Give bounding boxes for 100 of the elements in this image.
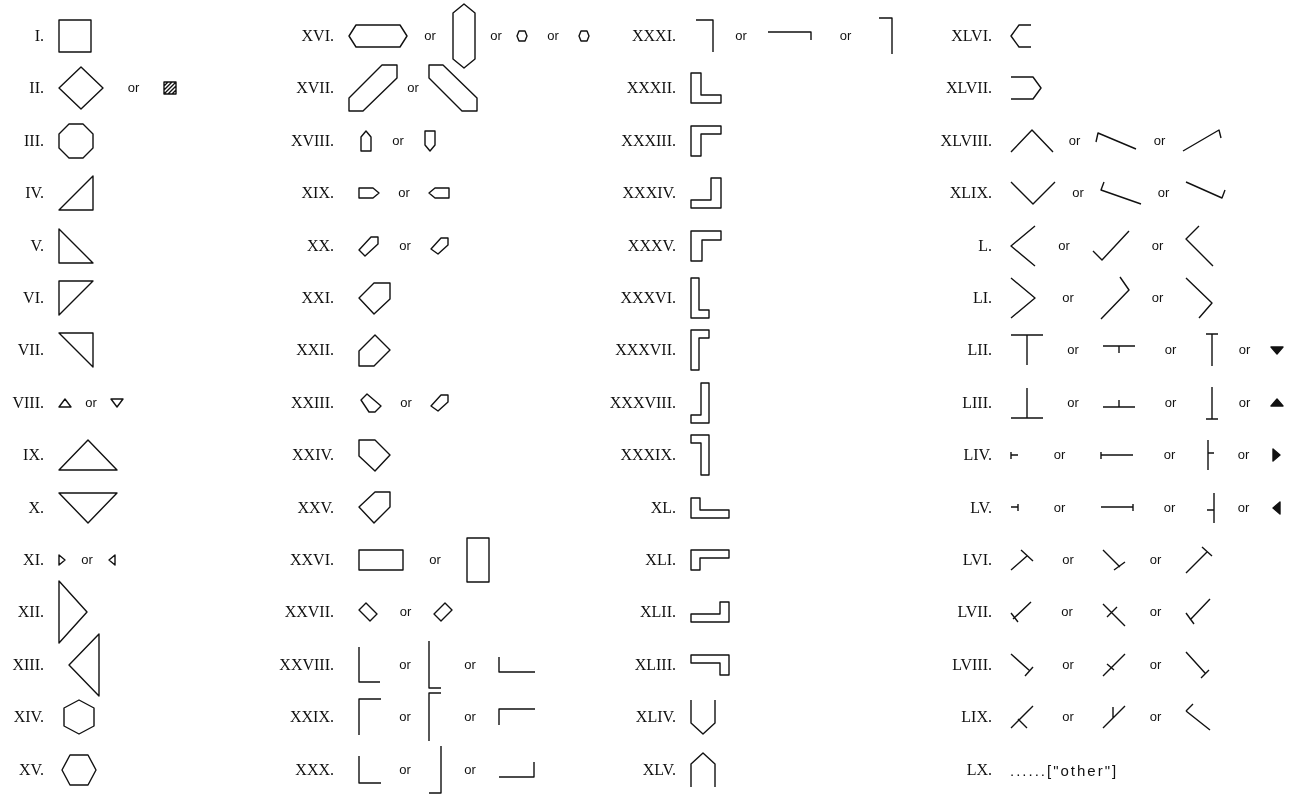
- roman-numeral: LVI.: [962, 551, 992, 569]
- or-label: or: [1149, 604, 1162, 620]
- or-label: or: [407, 80, 419, 96]
- roman-numeral: XXV.: [297, 498, 334, 517]
- or-label: or: [392, 132, 404, 148]
- roman-numeral: LIII.: [962, 393, 992, 412]
- or-label: or: [1237, 499, 1250, 515]
- or-label: or: [1163, 446, 1176, 462]
- other-note: ......["other"]: [1010, 761, 1119, 779]
- roman-numeral: VI.: [23, 289, 44, 307]
- roman-numeral: L.: [978, 236, 992, 255]
- or-label: or: [547, 27, 559, 43]
- or-label: or: [1238, 394, 1251, 410]
- roman-numeral: XLIX.: [949, 184, 992, 203]
- or-label: or: [464, 708, 476, 724]
- roman-numeral: XX.: [306, 236, 334, 255]
- or-label: or: [399, 656, 411, 672]
- roman-numeral: XXXIX.: [620, 446, 676, 465]
- roman-numeral: LIV.: [963, 446, 992, 465]
- roman-numeral: XXXI.: [632, 27, 676, 45]
- roman-numeral: LV.: [970, 498, 992, 517]
- or-label: or: [81, 551, 93, 567]
- roman-numeral: LII.: [967, 341, 992, 360]
- roman-numeral: XVIII.: [290, 131, 334, 150]
- or-label: or: [1067, 394, 1079, 410]
- or-label: or: [1149, 551, 1162, 567]
- roman-numeral: XVII.: [296, 79, 334, 98]
- roman-numeral: XXVII.: [284, 603, 334, 622]
- roman-numeral: XXXVI.: [620, 289, 676, 307]
- or-label: or: [1164, 342, 1177, 358]
- or-label: or: [839, 27, 852, 43]
- roman-numeral: XXVIII.: [279, 655, 334, 674]
- roman-numeral: XXXVIII.: [609, 393, 676, 412]
- roman-numeral: XLVI.: [951, 27, 992, 45]
- roman-numeral: VII.: [17, 341, 44, 360]
- roman-numeral: XXIII.: [290, 393, 334, 412]
- roman-numeral: LVII.: [957, 603, 992, 622]
- roman-numeral: XIV.: [13, 708, 44, 727]
- or-label: or: [1151, 289, 1164, 305]
- roman-numeral: XXIX.: [290, 708, 334, 727]
- roman-numeral: XXII.: [296, 341, 334, 360]
- roman-numeral: XXXII.: [626, 79, 676, 98]
- roman-numeral: XXI.: [301, 289, 334, 307]
- or-label: or: [1062, 289, 1074, 305]
- or-label: or: [1067, 342, 1079, 358]
- or-label: or: [399, 604, 412, 620]
- or-label: or: [1164, 394, 1177, 410]
- roman-numeral: XXXIII.: [621, 131, 676, 150]
- roman-numeral: II.: [29, 79, 44, 98]
- roman-numeral: X.: [28, 498, 44, 517]
- roman-numeral: XXXIV.: [622, 184, 676, 203]
- roman-numeral: XLVII.: [945, 79, 992, 98]
- roman-numeral: XIII.: [12, 655, 44, 674]
- roman-numeral: IV.: [25, 184, 44, 203]
- or-label: or: [1068, 132, 1081, 148]
- roman-numeral: XL.: [650, 498, 676, 517]
- or-label: or: [127, 80, 140, 96]
- roman-numeral: VIII.: [12, 393, 44, 412]
- or-label: or: [464, 656, 476, 672]
- or-label: or: [1062, 656, 1074, 672]
- roman-numeral: LX.: [966, 760, 992, 779]
- roman-numeral: XXXVII.: [615, 341, 676, 360]
- or-label: or: [1072, 184, 1084, 200]
- or-label: or: [1238, 342, 1251, 358]
- roman-numeral: XII.: [17, 603, 44, 622]
- or-label: or: [1237, 446, 1250, 462]
- or-label: or: [1053, 446, 1066, 462]
- roman-numeral: XIX.: [301, 184, 334, 203]
- roman-numeral: I.: [34, 27, 44, 45]
- or-label: or: [429, 551, 441, 567]
- roman-numeral: XVI.: [301, 27, 334, 45]
- or-label: or: [1062, 551, 1074, 567]
- roman-numeral: XLVIII.: [940, 131, 992, 150]
- or-label: or: [464, 761, 476, 777]
- roman-numeral: XLII.: [640, 603, 676, 622]
- roman-numeral: XXVI.: [290, 551, 334, 569]
- or-label: or: [1153, 132, 1166, 148]
- roman-numeral: XV.: [18, 760, 44, 779]
- or-label: or: [1163, 499, 1176, 515]
- or-label: or: [399, 708, 411, 724]
- or-label: or: [1151, 237, 1164, 253]
- or-label: or: [735, 27, 747, 43]
- roman-numeral: XI.: [23, 551, 44, 569]
- roman-numeral: XLV.: [642, 760, 676, 779]
- roman-numeral: IX.: [23, 446, 44, 465]
- roman-numeral: XXX.: [295, 760, 334, 779]
- or-label: or: [399, 237, 411, 253]
- or-label: or: [85, 394, 97, 410]
- roman-numeral: XXXV.: [627, 236, 676, 255]
- roman-numeral: XXIV.: [292, 446, 334, 465]
- or-label: or: [490, 27, 502, 43]
- or-label: or: [1157, 184, 1170, 200]
- or-label: or: [1053, 499, 1066, 515]
- or-label: or: [424, 27, 436, 43]
- roman-numeral: V.: [30, 236, 44, 255]
- roman-numeral: LIX.: [961, 708, 992, 727]
- or-label: or: [1062, 708, 1074, 724]
- roman-numeral: XLI.: [645, 551, 676, 569]
- or-label: or: [399, 761, 411, 777]
- roman-numeral: XLIII.: [634, 655, 676, 674]
